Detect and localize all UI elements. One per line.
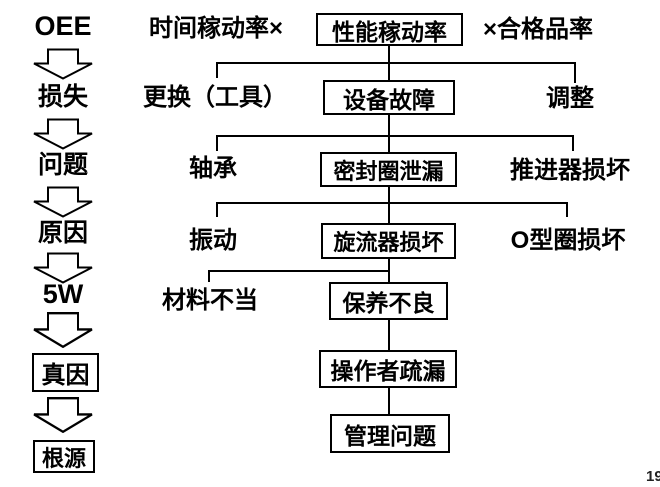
poor-maintenance-box: 保养不良: [329, 282, 448, 320]
5w-label: 5W: [42, 279, 84, 309]
connector-line: [388, 202, 390, 223]
down-arrow-icon: [33, 312, 93, 348]
connector-line: [208, 270, 390, 272]
operator-oversight-label: 操作者疏漏: [330, 358, 446, 384]
connector-line: [388, 62, 390, 80]
seal-leak-box: 密封圈泄漏: [320, 152, 457, 187]
performance-rate-label: 性能稼动率: [332, 18, 447, 45]
down-arrow-icon: [33, 118, 93, 150]
root-source-label: 根源: [41, 445, 86, 471]
problem-label: 问题: [37, 151, 88, 179]
connector-line: [208, 270, 210, 282]
connector-line: [388, 259, 390, 270]
connector-line: [388, 320, 390, 350]
time-availability-label: 时间稼动率×: [148, 15, 283, 42]
down-arrow-icon: [33, 397, 93, 433]
loss-label: 损失: [37, 83, 88, 111]
management-problem-label: 管理问题: [344, 422, 436, 449]
operator-oversight-box: 操作者疏漏: [319, 350, 457, 388]
down-arrow-icon: [33, 252, 93, 284]
oee-label: OEE: [34, 11, 92, 41]
page-number: 19: [646, 468, 660, 485]
performance-rate-box: 性能稼动率: [316, 13, 463, 46]
connector-line: [388, 270, 390, 282]
true-cause-box: 真因: [32, 353, 99, 392]
true-cause-label: 真因: [41, 362, 90, 389]
o-ring-damage-label: O型圈损坏: [510, 227, 626, 254]
equipment-failure-label: 设备故障: [343, 86, 435, 113]
vibration-label: 振动: [189, 227, 237, 254]
connector-line: [216, 202, 218, 217]
connector-line: [216, 62, 218, 78]
connector-line: [216, 135, 218, 151]
down-arrow-icon: [33, 186, 93, 218]
management-problem-box: 管理问题: [330, 414, 450, 453]
connector-line: [388, 46, 390, 62]
seal-leak-label: 密封圈泄漏: [333, 158, 444, 184]
cause-label: 原因: [37, 219, 88, 247]
connector-line: [388, 187, 390, 202]
root-source-box: 根源: [33, 440, 95, 473]
tool-change-label: 更换（工具）: [143, 84, 287, 111]
adjustment-label: 调整: [546, 85, 594, 112]
cyclone-damage-box: 旋流器损坏: [321, 223, 456, 259]
quality-rate-label: ×合格品率: [482, 16, 593, 43]
cyclone-damage-label: 旋流器损坏: [333, 230, 444, 255]
connector-line: [388, 135, 390, 152]
connector-line: [574, 62, 576, 83]
connector-line: [388, 388, 390, 414]
poor-maintenance-label: 保养不良: [342, 290, 435, 316]
propeller-damage-label: 推进器损坏: [510, 157, 630, 184]
improper-material-label: 材料不当: [162, 287, 258, 314]
connector-line: [216, 202, 568, 204]
connector-line: [388, 115, 390, 135]
connector-line: [566, 202, 568, 217]
connector-line: [216, 135, 574, 137]
equipment-failure-box: 设备故障: [323, 80, 455, 115]
down-arrow-icon: [33, 48, 93, 80]
connector-line: [216, 62, 576, 64]
bearing-label: 轴承: [189, 155, 237, 182]
connector-line: [572, 135, 574, 151]
